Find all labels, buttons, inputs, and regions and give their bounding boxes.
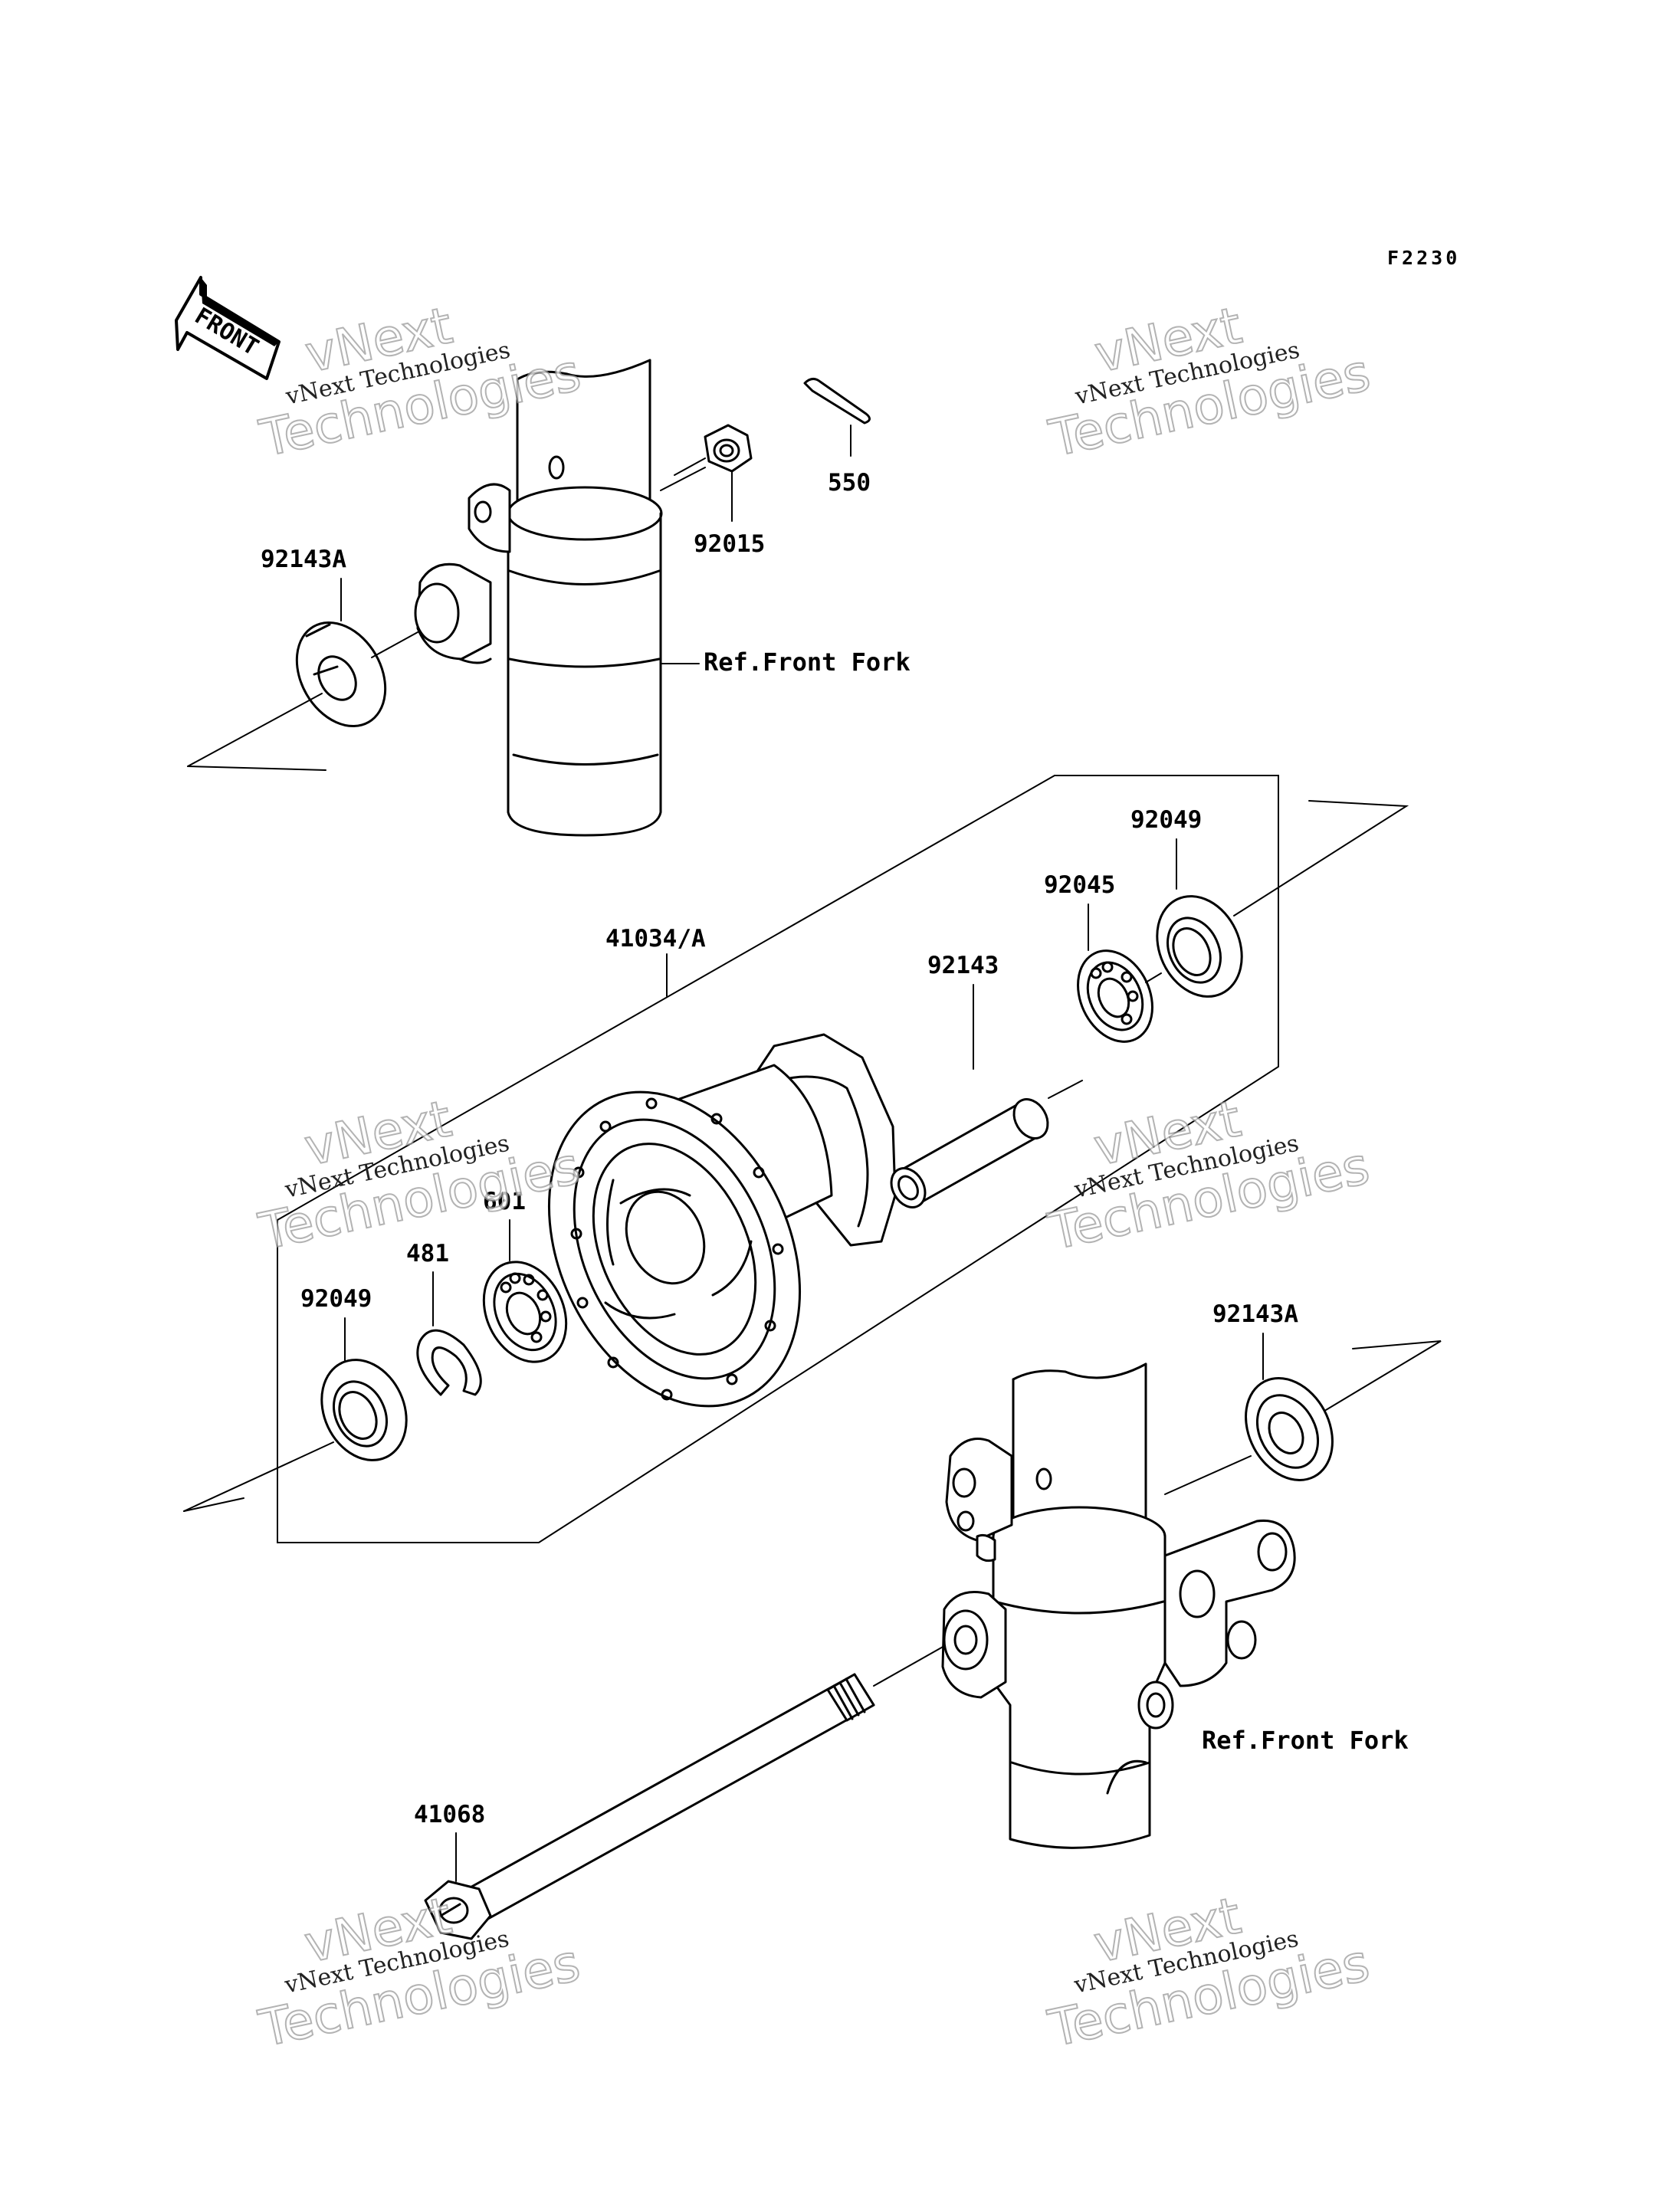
part-41068-axle [424,1673,875,1940]
part-92143-spacer [890,1098,1049,1208]
part-label-550: 550 [828,469,871,497]
part-label-92045: 92045 [1044,871,1115,899]
watermark-mid-right: vNext Technologies vNext Technologies [1042,1088,1375,1262]
watermark-mid-left: vNext Technologies vNext Technologies [253,1088,586,1262]
part-label-92049-right: 92049 [1130,806,1202,834]
part-label-41034A: 41034/A [605,925,706,953]
watermark-top-left: vNext Technologies vNext Technologies [254,295,586,469]
diagram-code: F2230 [1387,247,1460,269]
part-label-92143A-bottom: 92143A [1212,1300,1298,1328]
part-label-92015: 92015 [694,530,765,558]
watermark-bottom-right: vNext Technologies vNext Technologies [1042,1885,1375,2059]
part-92049-seal-left [320,1359,408,1461]
part-481-circlip [416,1329,482,1396]
front-fork-top [414,359,663,837]
part-92045-bearing [1077,949,1153,1043]
ref-front-fork-top: Ref.Front Fork [704,648,911,677]
part-92143A-collar-top [295,621,387,728]
front-direction-arrow-icon: FRONT [175,276,281,380]
part-92143A-collar-bottom [1245,1377,1334,1481]
part-label-41068: 41068 [414,1801,485,1828]
part-92049-seal-right [1156,895,1243,998]
front-fork-bottom [941,1362,1296,1849]
watermark-top-right: vNext Technologies vNext Technologies [1043,295,1376,469]
part-label-601: 601 [483,1188,526,1215]
ref-front-fork-bottom: Ref.Front Fork [1202,1726,1409,1755]
part-label-92143A-top: 92143A [261,546,346,573]
part-label-92143: 92143 [927,952,999,979]
part-92015-nut [704,424,753,473]
part-550-cotter-pin [803,378,871,425]
part-41034A-hub [547,1033,897,1408]
part-601-bearing [482,1261,568,1363]
part-label-481: 481 [406,1240,449,1267]
part-label-92049-left: 92049 [300,1285,372,1313]
